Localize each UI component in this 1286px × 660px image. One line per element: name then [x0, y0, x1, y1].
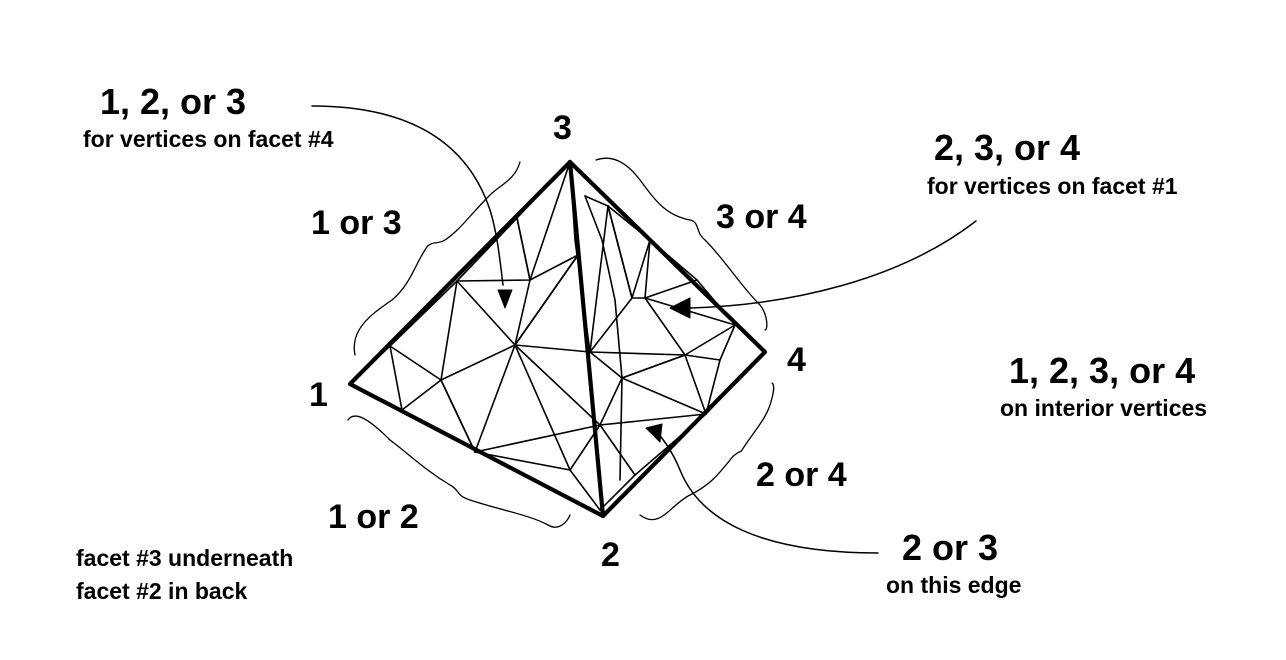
- arrowheads: [497, 289, 691, 443]
- vertex-label-1: 1: [309, 376, 328, 414]
- callout-edge23-subtitle: on this edge: [886, 572, 1022, 598]
- callout-facet1-title: 2, 3, or 4: [934, 127, 1081, 168]
- vertex-label-3: 3: [553, 109, 572, 147]
- edge-label-1-3: 1 or 3: [311, 204, 402, 242]
- callout-facet1-subtitle: for vertices on facet #1: [927, 173, 1178, 199]
- edge-braces: [347, 157, 775, 528]
- vertex-label-2: 2: [601, 536, 620, 574]
- leader-lines: [311, 105, 977, 554]
- edge-label-3-4: 3 or 4: [716, 198, 807, 236]
- callout-facet4-subtitle: for vertices on facet #4: [83, 126, 334, 152]
- edge-label-1-2: 1 or 2: [328, 498, 419, 536]
- callout-interior-title: 1, 2, 3, or 4: [1009, 350, 1196, 391]
- callout-facet4-title: 1, 2, or 3: [100, 81, 247, 122]
- tetrahedron-outline: [347, 159, 768, 519]
- vertex-label-4: 4: [787, 341, 806, 379]
- callout-interior-subtitle: on interior vertices: [1000, 395, 1208, 421]
- note-facet3: facet #3 underneath: [76, 545, 294, 571]
- note-facet2: facet #2 in back: [76, 578, 248, 604]
- callout-edge23-title: 2 or 3: [902, 527, 999, 568]
- edge-label-2-4: 2 or 4: [756, 456, 847, 494]
